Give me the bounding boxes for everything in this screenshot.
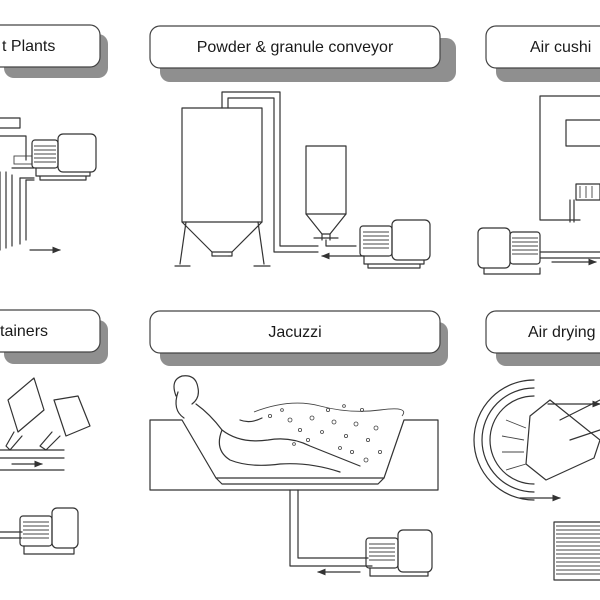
nozzle-icon xyxy=(473,379,600,501)
conveyor-label-tag xyxy=(149,25,441,69)
jacuzzi-label-tag xyxy=(149,310,441,354)
blower-icon xyxy=(359,219,431,269)
air-cushion-label: Air cushi xyxy=(530,39,591,56)
bottle-icon xyxy=(39,395,91,451)
air-cushion-label-tag xyxy=(485,25,600,69)
containers-label-tag xyxy=(0,309,101,353)
blower-icon xyxy=(19,507,79,555)
blower-icon xyxy=(365,529,433,577)
blower-icon xyxy=(31,133,97,181)
panel-powder-conveyor: Powder & granule conveyor xyxy=(149,25,456,269)
blower-icon xyxy=(477,227,541,275)
plants-label-tag xyxy=(0,24,101,68)
air-drying-label: Air drying xyxy=(528,324,596,341)
plants-label: t Plants xyxy=(2,38,55,55)
silo-icon xyxy=(174,107,271,267)
containers-label: tainers xyxy=(0,323,48,340)
air-drying-label-tag xyxy=(485,310,600,354)
panel-plants: t Plants xyxy=(0,24,108,254)
hopper-icon xyxy=(305,145,357,247)
bather-icon xyxy=(173,375,361,473)
bubbles xyxy=(267,404,382,463)
panel-containers: tainers xyxy=(0,309,108,555)
filter-icon xyxy=(553,521,600,581)
panel-air-drying: Air drying xyxy=(473,310,600,581)
bathtub-icon xyxy=(149,419,439,491)
panel-air-cushion: Air cushi xyxy=(477,25,600,275)
jacuzzi-label: Jacuzzi xyxy=(268,324,321,341)
panel-jacuzzi: Jacuzzi xyxy=(149,310,448,577)
bottle-icon xyxy=(5,377,45,451)
conveyor-label: Powder & granule conveyor xyxy=(197,39,394,56)
press-icon xyxy=(539,95,600,223)
